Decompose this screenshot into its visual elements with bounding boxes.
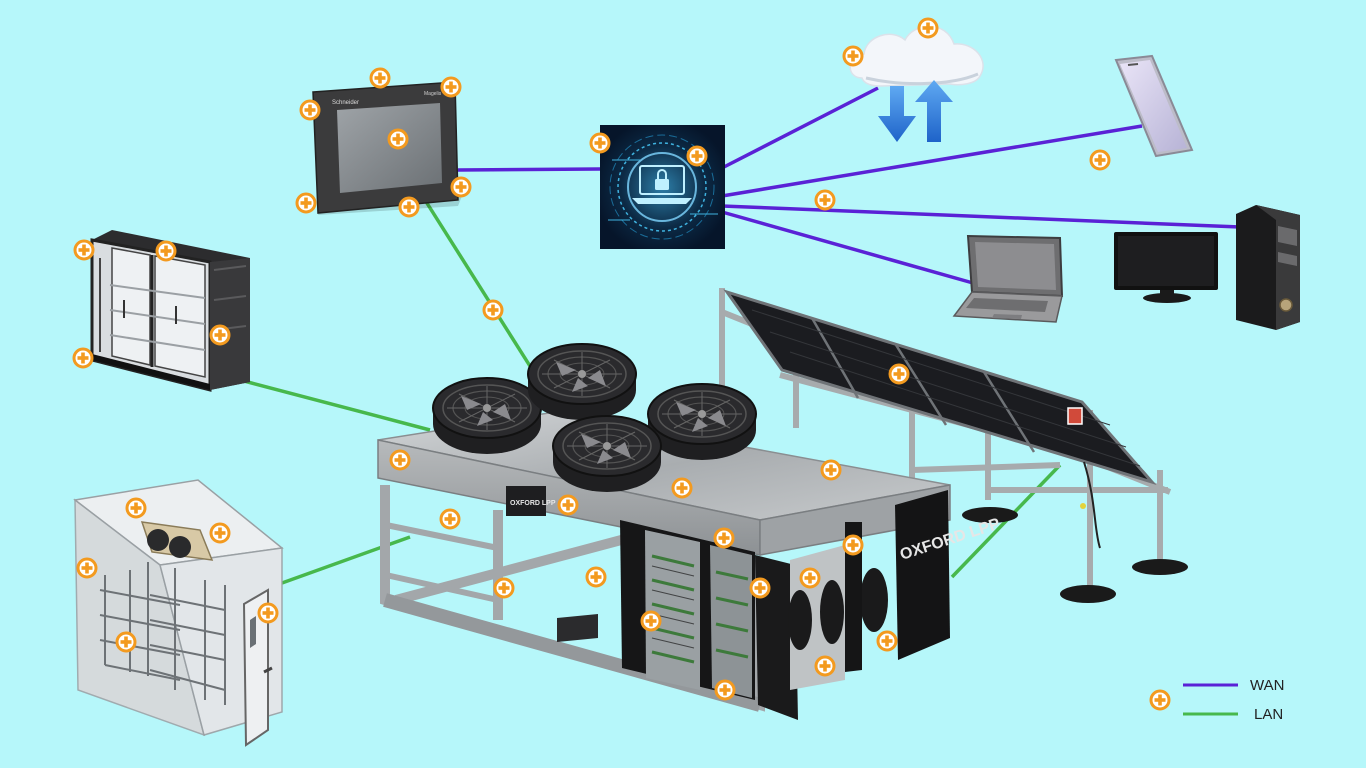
display-fridge-icon[interactable] bbox=[90, 230, 250, 392]
hotspot-plus-icon[interactable] bbox=[820, 459, 842, 481]
lan-link-fridge-unit bbox=[243, 379, 431, 432]
hotspot-plus-icon[interactable] bbox=[686, 145, 708, 167]
wan-link-gateway-phone bbox=[721, 124, 1143, 198]
hotspot-plus-icon[interactable] bbox=[76, 557, 98, 579]
hotspot-plus-icon[interactable] bbox=[439, 508, 461, 530]
hotspot-plus-icon[interactable] bbox=[714, 679, 736, 701]
fan-icon[interactable] bbox=[527, 343, 637, 421]
hotspot-plus-icon[interactable] bbox=[640, 610, 662, 632]
cloud-icon[interactable] bbox=[849, 25, 984, 142]
hotspot-plus-icon[interactable] bbox=[155, 240, 177, 262]
hotspot-plus-icon[interactable] bbox=[73, 239, 95, 261]
download-arrow-icon bbox=[878, 86, 916, 142]
evaporator-unit-icon bbox=[140, 521, 214, 561]
hotspot-plus-icon[interactable] bbox=[1089, 149, 1111, 171]
wan-link-hmi-gateway bbox=[457, 167, 601, 172]
desktop-computer-icon[interactable] bbox=[1114, 205, 1300, 330]
legend bbox=[1149, 683, 1238, 716]
hotspot-plus-icon[interactable] bbox=[450, 176, 472, 198]
solar-array-icon[interactable] bbox=[719, 288, 1188, 603]
hotspot-plus-icon[interactable] bbox=[888, 363, 910, 385]
hotspot-plus-icon[interactable] bbox=[917, 17, 939, 39]
hotspot-plus-icon[interactable] bbox=[749, 577, 771, 599]
wan-links bbox=[457, 86, 1241, 287]
hotspot-plus-icon[interactable] bbox=[876, 630, 898, 652]
hotspot-plus-icon[interactable] bbox=[713, 527, 735, 549]
hmi-brand-label: Schneider bbox=[332, 100, 359, 106]
hotspot-plus-icon[interactable] bbox=[482, 299, 504, 321]
hmi-touch-panel-icon[interactable]: Schneider Magelis bbox=[312, 81, 462, 215]
legend-lan-label: LAN bbox=[1254, 706, 1284, 723]
hotspot-plus-icon[interactable] bbox=[398, 196, 420, 218]
compressors bbox=[788, 545, 888, 690]
cold-room-icon[interactable] bbox=[73, 479, 284, 747]
hotspot-plus-icon[interactable] bbox=[557, 494, 579, 516]
hotspot-plus-icon[interactable] bbox=[814, 189, 836, 211]
hotspot-plus-icon[interactable] bbox=[671, 477, 693, 499]
control-cabinet bbox=[645, 530, 752, 698]
hotspot-plus-icon[interactable] bbox=[1149, 689, 1171, 711]
hotspot-plus-icon[interactable] bbox=[585, 566, 607, 588]
cart-racks-icon bbox=[99, 562, 226, 705]
hotspot-plus-icon[interactable] bbox=[389, 449, 411, 471]
hotspot-plus-icon[interactable] bbox=[842, 534, 864, 556]
hotspot-plus-icon[interactable] bbox=[125, 497, 147, 519]
smartphone-icon[interactable] bbox=[1114, 54, 1194, 158]
hotspot-plus-icon[interactable] bbox=[369, 67, 391, 89]
hotspot-plus-icon[interactable] bbox=[209, 324, 231, 346]
upload-arrow-icon bbox=[915, 80, 953, 142]
unit-panel-logo: OXFORD LPP bbox=[510, 500, 556, 507]
hotspot-plus-icon[interactable] bbox=[295, 192, 317, 214]
fan-icon[interactable] bbox=[432, 377, 542, 455]
hotspot-plus-icon[interactable] bbox=[115, 631, 137, 653]
hotspot-plus-icon[interactable] bbox=[493, 577, 515, 599]
hotspot-plus-icon[interactable] bbox=[72, 347, 94, 369]
legend-wan-label: WAN bbox=[1250, 677, 1285, 694]
hotspot-plus-icon[interactable] bbox=[209, 522, 231, 544]
hmi-model-label: Magelis bbox=[424, 91, 442, 97]
hotspot-plus-icon[interactable] bbox=[387, 128, 409, 150]
hotspot-plus-icon[interactable] bbox=[842, 45, 864, 67]
wan-link-gateway-desktop bbox=[721, 204, 1241, 229]
hotspot-plus-icon[interactable] bbox=[440, 76, 462, 98]
wan-link-gateway-laptop bbox=[721, 210, 981, 287]
security-gateway-icon[interactable] bbox=[600, 125, 725, 249]
laptop-icon[interactable] bbox=[952, 234, 1064, 323]
wan-link-gateway-cloud bbox=[721, 86, 879, 170]
hotspot-plus-icon[interactable] bbox=[257, 602, 279, 624]
hotspot-plus-icon[interactable] bbox=[299, 99, 321, 121]
hotspot-plus-icon[interactable] bbox=[589, 132, 611, 154]
fan-icon[interactable] bbox=[552, 415, 662, 493]
lan-link-hmi-unit bbox=[423, 199, 537, 375]
hotspot-plus-icon[interactable] bbox=[814, 655, 836, 677]
fan-icon[interactable] bbox=[647, 383, 757, 461]
hotspot-plus-icon[interactable] bbox=[799, 567, 821, 589]
cold-room-door-icon[interactable] bbox=[242, 588, 273, 747]
